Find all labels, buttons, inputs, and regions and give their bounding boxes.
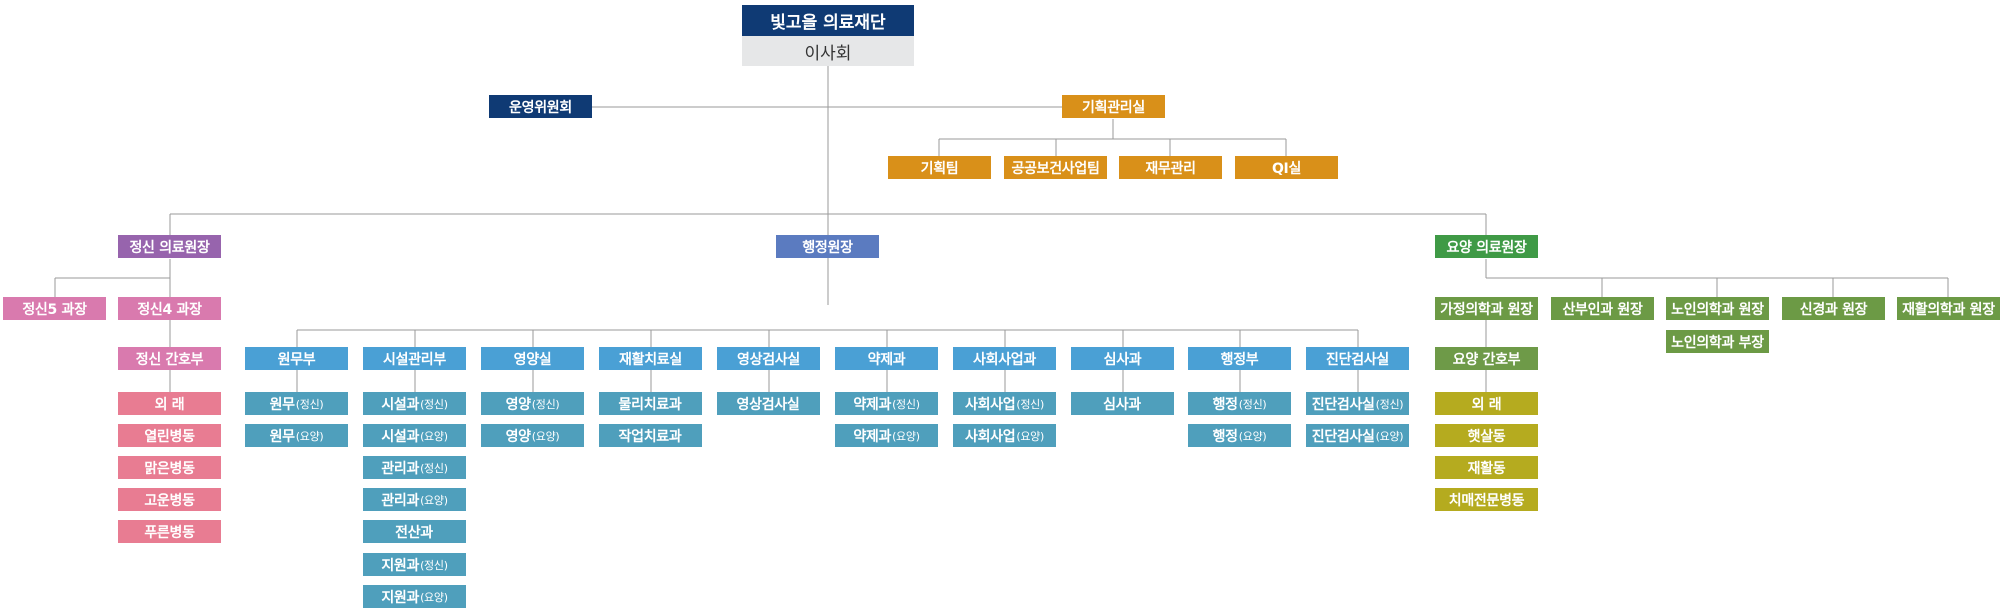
- psychiatric-director: 정신 의료원장: [118, 235, 221, 258]
- sub-unit: 원무(정신): [245, 392, 348, 415]
- planning-team: 기획팀: [888, 156, 991, 179]
- psych-ward-malgeun: 맑은병동: [118, 456, 221, 479]
- head-family-medicine: 가정의학과 원장: [1435, 297, 1538, 320]
- sub-unit: 약제과(정신): [835, 392, 938, 415]
- sub-unit: 행정(요양): [1188, 424, 1291, 447]
- psychiatry-5-head: 정신5 과장: [3, 297, 106, 320]
- sub-unit: 진단검사실(요양): [1306, 424, 1409, 447]
- sub-unit: 진단검사실(정신): [1306, 392, 1409, 415]
- dept-social-work: 사회사업과: [953, 347, 1056, 370]
- sub-unit: 원무(요양): [245, 424, 348, 447]
- planning-office: 기획관리실: [1062, 95, 1165, 118]
- public-health-team: 공공보건사업팀: [1004, 156, 1107, 179]
- sub-unit: 약제과(요양): [835, 424, 938, 447]
- foundation-title: 빛고을 의료재단: [742, 5, 914, 36]
- sub-unit: 시설과(정신): [363, 392, 466, 415]
- operations-committee: 운영위원회: [489, 95, 592, 118]
- nh-ward-outpatient: 외 래: [1435, 392, 1538, 415]
- sub-unit: 사회사업(정신): [953, 392, 1056, 415]
- head-rehab-medicine: 재활의학과 원장: [1897, 297, 2000, 320]
- sub-unit: 사회사업(요양): [953, 424, 1056, 447]
- sub-unit: 지원과(정신): [363, 553, 466, 576]
- dept-pharmacy: 약제과: [835, 347, 938, 370]
- sub-unit: 작업치료과: [599, 424, 702, 447]
- psych-ward-yeolin: 열린병동: [118, 424, 221, 447]
- sub-unit: 지원과(요양): [363, 585, 466, 608]
- admin-director: 행정원장: [776, 235, 879, 258]
- nh-ward-haetsal: 햇살동: [1435, 424, 1538, 447]
- head-obgyn: 산부인과 원장: [1551, 297, 1654, 320]
- psych-ward-pureun: 푸른병동: [118, 520, 221, 543]
- dept-nutrition: 영양실: [481, 347, 584, 370]
- dept-diagnostic-lab: 진단검사실: [1306, 347, 1409, 370]
- sub-unit: 시설과(요양): [363, 424, 466, 447]
- sub-unit: 물리치료과: [599, 392, 702, 415]
- dept-review: 심사과: [1071, 347, 1174, 370]
- sub-unit: 심사과: [1071, 392, 1174, 415]
- nursing-home-nursing: 요양 간호부: [1435, 347, 1538, 370]
- dept-administration: 행정부: [1188, 347, 1291, 370]
- dept-facilities: 시설관리부: [363, 347, 466, 370]
- sub-unit: 영양(정신): [481, 392, 584, 415]
- nh-ward-rehab: 재활동: [1435, 456, 1538, 479]
- dept-imaging: 영상검사실: [717, 347, 820, 370]
- psych-ward-goun: 고운병동: [118, 488, 221, 511]
- psych-ward-outpatient: 외 래: [118, 392, 221, 415]
- head-geriatrics: 노인의학과 원장: [1666, 297, 1769, 320]
- sub-unit: 관리과(요양): [363, 488, 466, 511]
- psychiatry-4-head: 정신4 과장: [118, 297, 221, 320]
- head-neurology: 신경과 원장: [1782, 297, 1885, 320]
- sub-unit: 전산과: [363, 520, 466, 543]
- qi-office: QI실: [1235, 156, 1338, 179]
- dept-patient-affairs: 원무부: [245, 347, 348, 370]
- geriatrics-deputy: 노인의학과 부장: [1666, 330, 1769, 353]
- sub-unit: 행정(정신): [1188, 392, 1291, 415]
- dept-rehab-therapy: 재활치료실: [599, 347, 702, 370]
- psychiatric-nursing: 정신 간호부: [118, 347, 221, 370]
- nursing-home-director: 요양 의료원장: [1435, 235, 1538, 258]
- board-of-directors: 이사회: [742, 36, 914, 66]
- nh-ward-dementia: 치매전문병동: [1435, 488, 1538, 511]
- sub-unit: 영양(요양): [481, 424, 584, 447]
- sub-unit: 영상검사실: [717, 392, 820, 415]
- sub-unit: 관리과(정신): [363, 456, 466, 479]
- finance-management: 재무관리: [1119, 156, 1222, 179]
